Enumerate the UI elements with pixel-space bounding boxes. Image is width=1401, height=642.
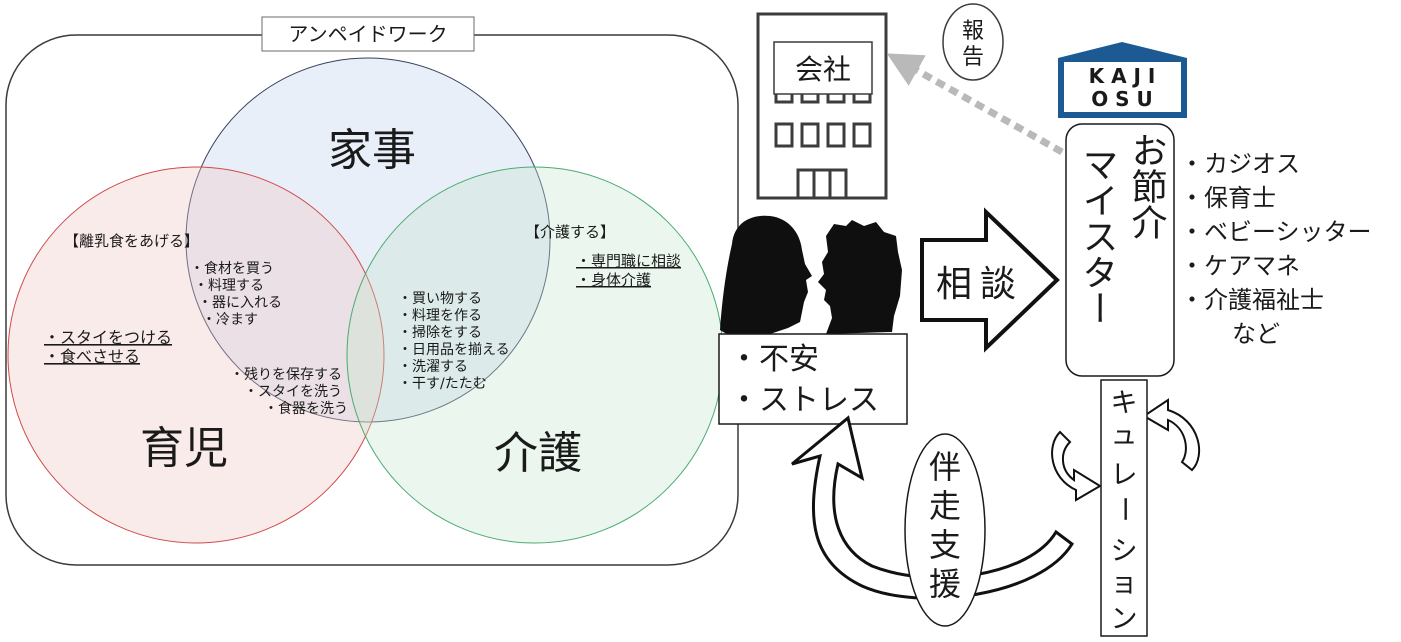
- all-item: ・干す/たたむ: [398, 376, 487, 392]
- report-bubble: [942, 3, 1004, 81]
- hc-item: ・食材を買う: [190, 260, 274, 277]
- consult-arrow: [920, 207, 1060, 353]
- childcare-title: 育児: [140, 423, 228, 474]
- consult-char: 談: [980, 264, 1016, 305]
- curation-char: ュ: [1111, 420, 1138, 451]
- expert-tail: など: [1232, 320, 1280, 348]
- housework-title: 家事: [328, 125, 416, 176]
- report-char: 告: [962, 45, 984, 70]
- logo-line1: K A J I: [1089, 64, 1156, 88]
- curation-char: ョ: [1111, 568, 1138, 599]
- hc-item: ・器に入れる: [198, 295, 282, 311]
- meister-col-left: マイスター: [1077, 146, 1118, 326]
- expert-item: ・ケアマネ: [1180, 252, 1300, 280]
- worries-item: ・不安: [729, 342, 819, 377]
- childcare-circle: [7, 166, 385, 544]
- company-label-box: [773, 41, 873, 95]
- accompany-char: 援: [929, 565, 961, 603]
- hc-item: ・料理する: [194, 278, 264, 294]
- consult-char: 相: [936, 264, 972, 305]
- report-char: 報: [962, 19, 984, 44]
- cn-item: ・残りを保存する: [230, 367, 342, 383]
- frame-title-box: [261, 16, 475, 52]
- worries-box: [718, 333, 908, 425]
- frame-title: アンペイドワーク: [288, 22, 447, 46]
- logo-line2: O S U: [1091, 87, 1153, 111]
- company-label: 会社: [795, 53, 851, 86]
- all-item: ・洗濯する: [398, 359, 468, 375]
- kajiosu-logo: K A J I O S U: [1058, 42, 1187, 118]
- rotation-loop-icon: [1051, 398, 1201, 502]
- nursing-item: ・専門職に相談: [576, 252, 681, 270]
- expert-item: ・保育士: [1180, 184, 1276, 212]
- curation-char: シ: [1111, 536, 1138, 567]
- meister-box: [1065, 123, 1175, 377]
- accompany-char: 伴: [929, 448, 961, 486]
- cn-item: ・食器を洗う: [264, 400, 348, 417]
- curation-char: ン: [1111, 604, 1138, 635]
- cn-item: ・スタイを洗う: [244, 384, 342, 400]
- woman-silhouette-icon: [720, 215, 812, 336]
- curation-box: [1100, 379, 1148, 637]
- accompany-char: 走: [929, 487, 961, 525]
- all-item: ・掃除をする: [398, 324, 482, 341]
- curation-char: レ: [1111, 460, 1138, 491]
- accompany-char: 支: [929, 526, 961, 564]
- curation-char: キ: [1111, 388, 1138, 419]
- expert-item: ・カジオス: [1180, 150, 1300, 178]
- report-arrow: [886, 53, 1064, 156]
- childcare-heading: 【離乳食をあげる】: [64, 232, 199, 250]
- man-silhouette-icon: [818, 220, 902, 334]
- curation-char: ー: [1108, 496, 1139, 523]
- childcare-item: ・食べさせる: [44, 347, 140, 366]
- worries-item: ・ストレス: [729, 383, 879, 418]
- accompany-bubble: [904, 433, 986, 627]
- all-item: ・料理を作る: [398, 308, 482, 324]
- hc-item: ・冷ます: [202, 312, 258, 328]
- meister-col-right: お節介: [1126, 132, 1167, 240]
- nursing-heading: 【介護する】: [525, 223, 615, 241]
- childcare-item: ・スタイをつける: [44, 328, 172, 347]
- expert-item: ・ベビーシッター: [1180, 218, 1372, 246]
- housework-circle: [185, 57, 551, 423]
- nursing-item: ・身体介護: [576, 271, 651, 289]
- all-item: ・日用品を揃える: [398, 342, 510, 358]
- expert-item: ・介護福祉士: [1180, 286, 1324, 314]
- all-item: ・買い物する: [398, 291, 482, 307]
- nursing-title: 介護: [494, 428, 582, 479]
